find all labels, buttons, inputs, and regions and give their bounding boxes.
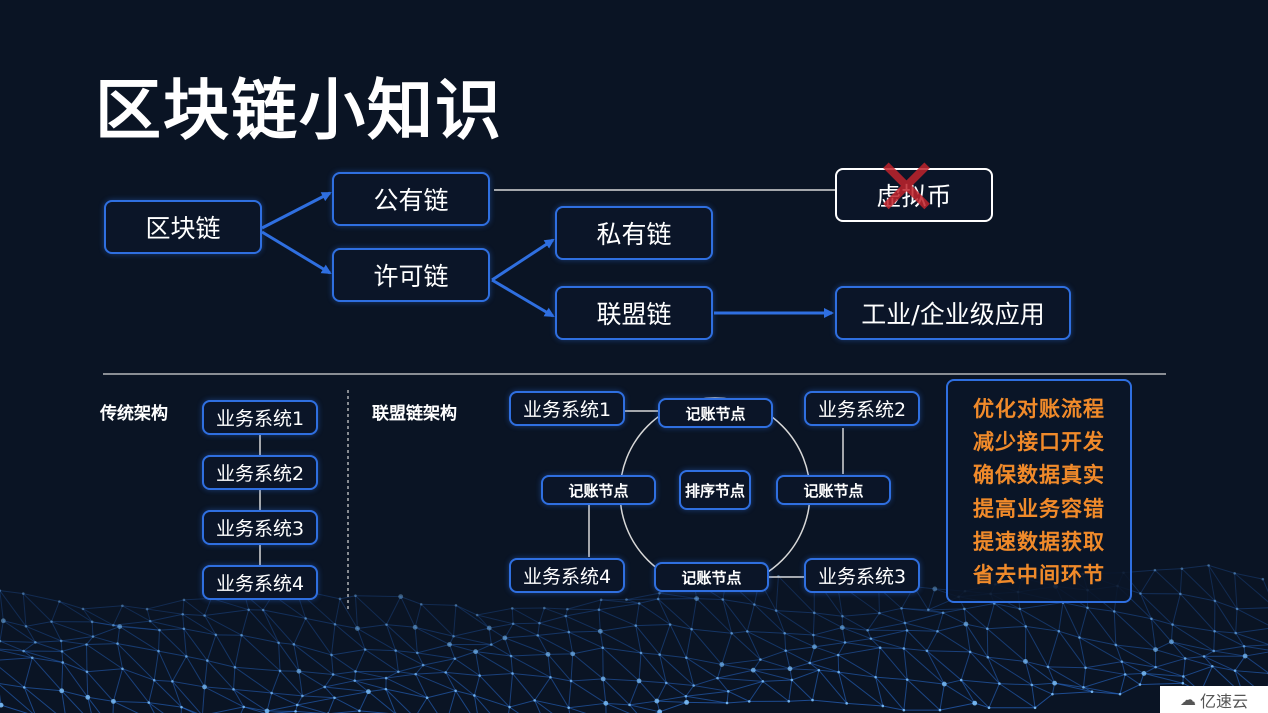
node-private-chain: 私有链 [555, 206, 713, 260]
trad-system-4: 业务系统4 [202, 565, 318, 600]
benefit-item: 确保数据真实 [973, 463, 1105, 488]
mesh-lines [0, 564, 1268, 713]
benefit-item: 优化对账流程 [973, 396, 1105, 421]
ledger-node-left: 记账节点 [541, 475, 656, 505]
trad-system-2: 业务系统2 [202, 455, 318, 490]
arrow-root-permissioned [261, 230, 332, 275]
node-permissioned-chain: 许可链 [332, 248, 490, 302]
benefit-item: 减少接口开发 [973, 429, 1105, 454]
arrow-permissioned-consortium [491, 278, 555, 318]
benefits-panel: 优化对账流程 减少接口开发 确保数据真实 提高业务容错 提速数据获取 省去中间环… [946, 379, 1132, 603]
ledger-node-right: 记账节点 [776, 475, 891, 505]
cons-system-4: 业务系统4 [509, 558, 625, 593]
cons-system-1: 业务系统1 [509, 391, 625, 426]
node-virtual-currency: 虚拟币 [835, 168, 993, 222]
trad-system-3: 业务系统3 [202, 510, 318, 545]
cross-mark-icon: ✕ [873, 141, 941, 234]
node-enterprise-app: 工业/企业级应用 [835, 286, 1071, 340]
watermark-logo: ☁ 亿速云 [1160, 686, 1268, 713]
watermark-text: 亿速云 [1199, 691, 1248, 711]
ordering-node: 排序节点 [679, 470, 751, 510]
node-consortium-chain: 联盟链 [555, 286, 713, 340]
node-blockchain: 区块链 [104, 200, 262, 254]
node-public-chain: 公有链 [332, 172, 490, 226]
benefit-item: 提速数据获取 [973, 529, 1105, 554]
ledger-node-bottom: 记账节点 [654, 562, 769, 592]
arrow-permissioned-private [491, 238, 555, 282]
consortium-arch-label: 联盟链架构 [372, 404, 457, 424]
arrow-root-public [261, 191, 332, 230]
traditional-arch-label: 传统架构 [100, 404, 168, 424]
slide-title: 区块链小知识 [95, 72, 503, 149]
cons-system-3: 业务系统3 [804, 558, 920, 593]
cloud-icon: ☁ [1179, 690, 1196, 709]
cons-system-2: 业务系统2 [804, 391, 920, 426]
trad-system-1: 业务系统1 [202, 400, 318, 435]
ledger-node-top: 记账节点 [658, 398, 773, 428]
benefit-item: 提高业务容错 [973, 496, 1105, 521]
benefit-item: 省去中间环节 [973, 563, 1105, 588]
